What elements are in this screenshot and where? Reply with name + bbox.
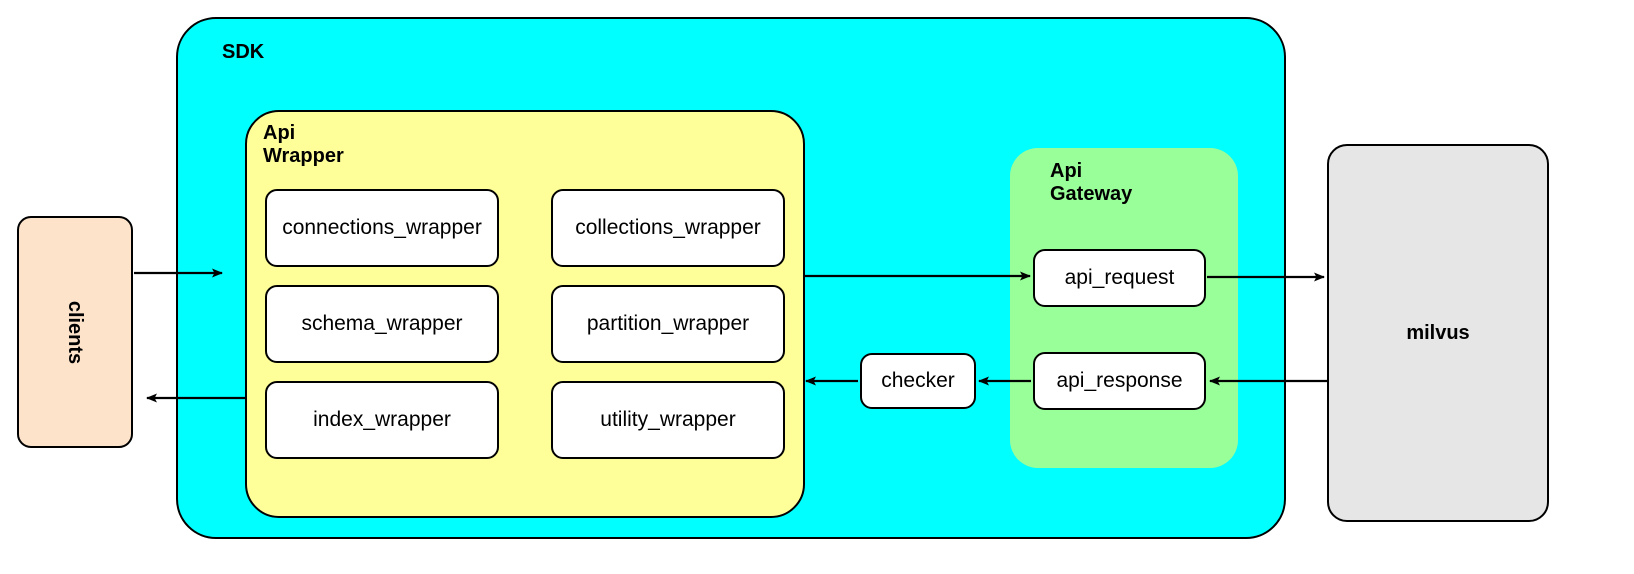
- node-index-wrapper-label: index_wrapper: [313, 407, 451, 431]
- group-api-wrapper-label: Api Wrapper: [263, 122, 344, 167]
- node-milvus-label: milvus: [1406, 321, 1470, 344]
- node-api-request[interactable]: api_request: [1033, 249, 1206, 307]
- node-api-request-label: api_request: [1064, 265, 1175, 289]
- node-partition-wrapper[interactable]: partition_wrapper: [551, 285, 785, 363]
- node-connections-wrapper[interactable]: connections_wrapper: [265, 189, 499, 267]
- node-collections-wrapper[interactable]: collections_wrapper: [551, 189, 785, 267]
- node-schema-wrapper-label: schema_wrapper: [301, 311, 463, 335]
- group-api-gateway-label: Api Gateway: [1050, 160, 1133, 205]
- node-checker[interactable]: checker: [860, 353, 976, 409]
- node-clients-label: clients: [64, 300, 87, 364]
- group-sdk-label: SDK: [222, 41, 265, 63]
- node-checker-label: checker: [881, 368, 955, 392]
- node-api-response-label: api_response: [1056, 368, 1183, 392]
- node-index-wrapper[interactable]: index_wrapper: [265, 381, 499, 459]
- node-utility-wrapper-label: utility_wrapper: [600, 407, 736, 431]
- node-utility-wrapper[interactable]: utility_wrapper: [551, 381, 785, 459]
- node-connections-wrapper-label: connections_wrapper: [282, 215, 482, 239]
- node-collections-wrapper-label: collections_wrapper: [575, 215, 761, 239]
- node-milvus[interactable]: milvus: [1327, 144, 1549, 522]
- node-schema-wrapper[interactable]: schema_wrapper: [265, 285, 499, 363]
- group-api-gateway: Api Gateway: [1010, 148, 1238, 468]
- node-clients[interactable]: clients: [17, 216, 133, 448]
- node-partition-wrapper-label: partition_wrapper: [586, 311, 750, 335]
- node-api-response[interactable]: api_response: [1033, 352, 1206, 410]
